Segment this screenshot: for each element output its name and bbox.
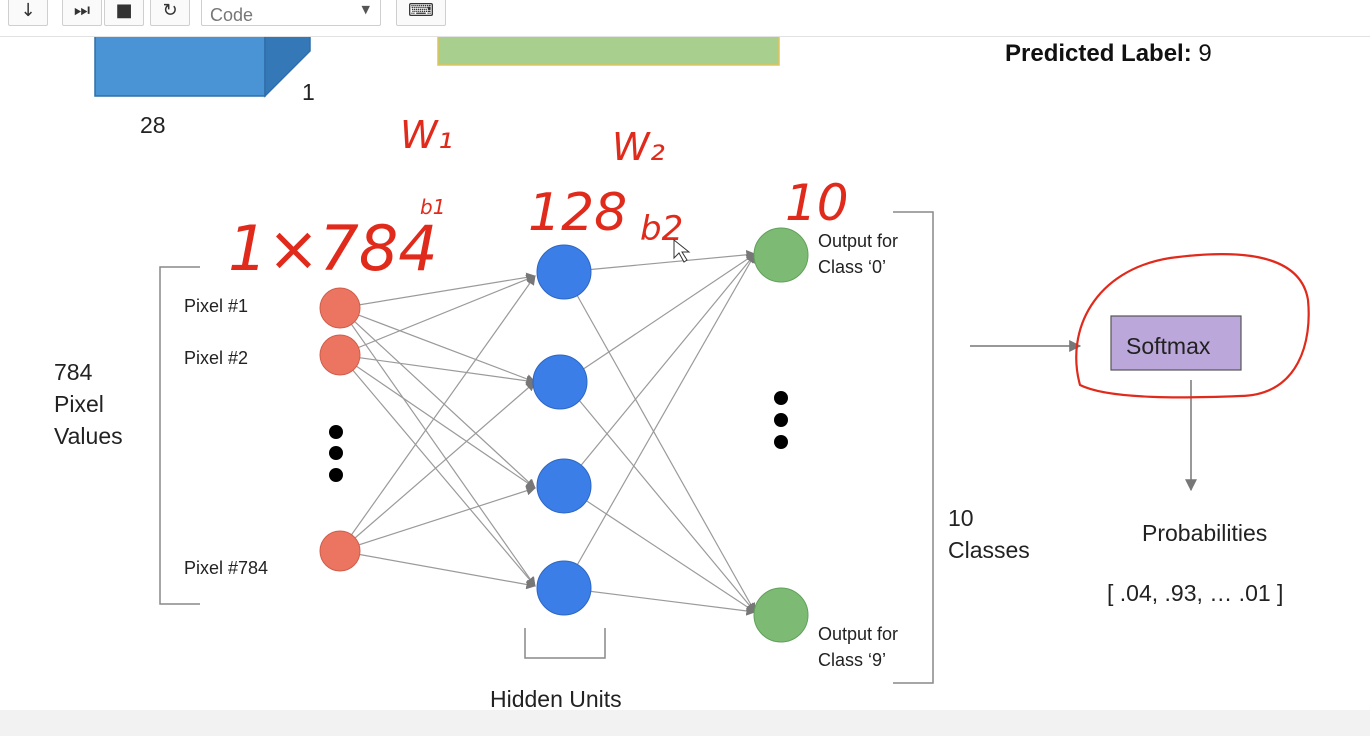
- chevron-down-icon: ▼: [361, 3, 370, 16]
- ellipsis-dot: [329, 446, 343, 460]
- output-node-0: [753, 227, 809, 283]
- output-dim-annotation: 10: [785, 174, 849, 232]
- hidden-dim-annotation: 128: [528, 183, 627, 243]
- hidden-units-label: Hidden Units: [490, 686, 622, 712]
- input-node-1: [319, 287, 361, 329]
- input-bracket: [159, 266, 200, 605]
- probabilities-values: [ .04, .93, … .01 ]: [1107, 580, 1284, 606]
- output-9-label-line-2: Class ‘9’: [818, 650, 887, 670]
- notebook-toolbar: ↓ ⏭ ■ ↻ Code ▼ ⌨: [0, 0, 1370, 37]
- hidden-node-2: [532, 354, 588, 410]
- image-width-label: 28: [140, 112, 166, 138]
- handwritten-labels: W₁ W₂ 1×784 b1 128 b2 10: [228, 113, 849, 285]
- arrow-down-icon: ↓: [20, 0, 36, 21]
- stop-square-icon: ■: [115, 0, 133, 21]
- classes-count-label: 10: [948, 505, 974, 531]
- input-image-block: [94, 29, 311, 98]
- cell-type-select[interactable]: Code ▼: [201, 0, 381, 26]
- bottom-strip: [0, 710, 1370, 736]
- restart-button[interactable]: ↻: [150, 0, 190, 26]
- output-0-label-line-2: Class ‘0’: [818, 257, 887, 277]
- hidden-node-1: [536, 244, 592, 300]
- output-9-label-line-1: Output for: [818, 624, 899, 644]
- softmax-label: Softmax: [1126, 333, 1211, 359]
- predicted-label: Predicted Label: 9: [1005, 40, 1212, 68]
- input-title-line-1: 784: [54, 359, 93, 385]
- cell-type-value: Code: [210, 5, 254, 25]
- hidden-nodes: [532, 244, 592, 616]
- output-node-9: [753, 587, 809, 643]
- hidden-node-4: [536, 560, 592, 616]
- hidden-node-3: [536, 458, 592, 514]
- pixel-2-label: Pixel #2: [184, 348, 249, 368]
- pixel-784-label: Pixel #784: [184, 558, 269, 578]
- input-node-2: [319, 334, 361, 376]
- output-bracket: [893, 211, 934, 684]
- w1-annotation: W₁: [400, 113, 453, 157]
- move-down-button[interactable]: ↓: [8, 0, 48, 26]
- input-nodes: [319, 287, 361, 572]
- b1-annotation: b1: [420, 195, 445, 219]
- hidden-output-connections: [563, 250, 756, 616]
- ellipsis-dot: [329, 468, 343, 482]
- image-block-front: [94, 29, 266, 97]
- output-nodes: [753, 227, 809, 643]
- ellipsis-dot: [329, 425, 343, 439]
- softmax-circle-annotation: [1075, 252, 1310, 399]
- stop-button[interactable]: ■: [104, 0, 144, 26]
- pixel-1-label: Pixel #1: [184, 296, 249, 316]
- softmax-box: [1110, 315, 1242, 371]
- step-forward-icon: ⏭: [73, 0, 91, 21]
- refresh-icon: ↻: [162, 0, 178, 21]
- cursor-icon: [673, 238, 691, 263]
- ellipsis-dot: [774, 435, 788, 449]
- classes-word-label: Classes: [948, 537, 1030, 563]
- run-button[interactable]: ⏭: [62, 0, 102, 26]
- hidden-bracket: [524, 628, 606, 659]
- input-title-line-3: Values: [54, 423, 123, 449]
- ellipsis-dot: [774, 391, 788, 405]
- input-node-784: [319, 530, 361, 572]
- predicted-label-key: Predicted Label:: [1005, 40, 1192, 67]
- w2-annotation: W₂: [612, 125, 665, 169]
- input-hidden-connections: [339, 272, 536, 590]
- keyboard-shortcuts-button[interactable]: ⌨: [396, 0, 446, 26]
- predicted-label-value: 9: [1198, 40, 1212, 67]
- input-dim-annotation: 1×784: [228, 212, 438, 285]
- handwritten-annotations: [1075, 252, 1310, 399]
- output-0-label-line-1: Output for: [818, 231, 899, 251]
- probabilities-label: Probabilities: [1142, 520, 1268, 546]
- ellipsis-dot: [774, 413, 788, 427]
- image-depth-label: 1: [302, 79, 315, 105]
- keyboard-icon: ⌨: [408, 0, 434, 21]
- input-title-line-2: Pixel: [54, 391, 104, 417]
